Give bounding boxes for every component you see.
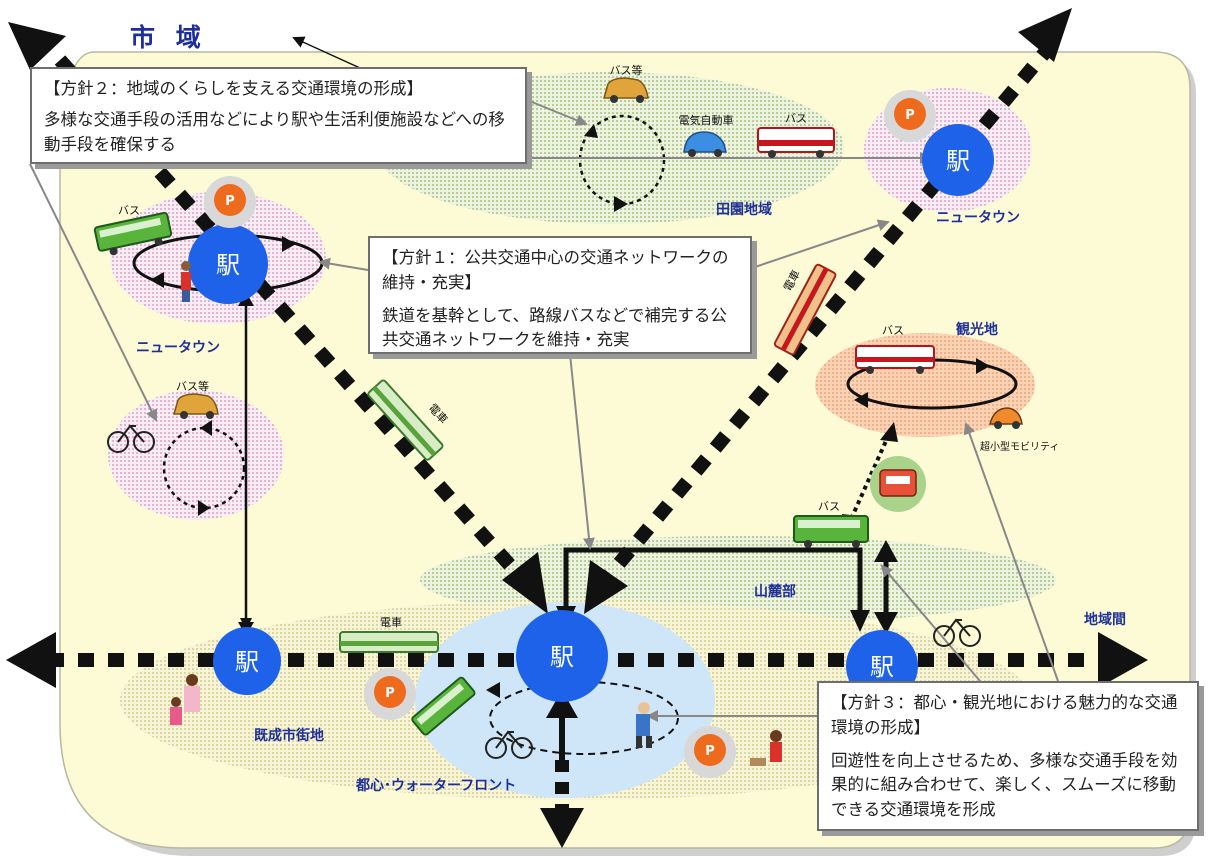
minivan-icon-village: [173, 393, 219, 419]
bus-route-foothills: [563, 547, 863, 622]
parking-existing-urban: P: [364, 668, 416, 720]
policy2-callout: 【方針２：地域のくらしを支える交通環境の形成】 多様な交通手段の活用などにより駅…: [30, 67, 527, 164]
label-bus-tourist: バス: [882, 324, 904, 337]
rail-arrow-to-center-nw: [502, 552, 548, 614]
parking-label: P: [905, 108, 915, 123]
policy2-body: 多様な交通手段の活用などにより駅や生活利便施設などへの移動手段を確保する: [44, 109, 505, 154]
parking-label: P: [705, 744, 715, 759]
callout-arrows: [29, 99, 1059, 722]
minivan-icon-rural: [603, 77, 649, 103]
rail-arrow-to-center-ne: [584, 560, 628, 614]
train-icon-west: [339, 631, 439, 653]
label-newtown-w: ニュータウン: [136, 340, 220, 356]
label-existing-urban: 既成市街地: [254, 727, 324, 744]
map-title: 市 域: [130, 23, 207, 52]
rail-line-ne: [584, 8, 1072, 614]
rail-line-horizontal: [6, 632, 1148, 688]
bicycle-icon-east: [933, 618, 981, 647]
bicycle-icon-downtown: [485, 730, 533, 759]
policy3-heading: 【方針３：都心・観光地における魅力的な交通環境の形成】: [831, 693, 1178, 737]
label-train-west: 電車: [380, 615, 402, 629]
label-tourist: 観光地: [956, 321, 998, 338]
station-existing-urban: 駅: [213, 627, 281, 695]
station-center: 駅: [516, 610, 608, 702]
ev-icon-rural: [683, 131, 727, 157]
label-bus-rural: バス: [785, 112, 807, 125]
bus-icon-newtown-w: [93, 211, 173, 256]
rail-arrow-south: [540, 808, 584, 848]
policy1-body: 鉄道を基幹として、路線バスなどで補完する公共交通ネットワークを維持・充実: [382, 305, 727, 350]
loop-downtown: [489, 681, 679, 755]
station-label: 駅: [235, 648, 259, 676]
bus-icon-foothills: [793, 515, 869, 548]
label-micro-mobility: 超小型モビリティ: [980, 440, 1059, 453]
label-bus-etc-rural: バス等: [610, 63, 643, 77]
policy3-body: 回遊性を向上させるため、多様な交通手段を効果的に組み合わせて、楽しく、スムーズに…: [831, 750, 1178, 820]
parking-newtown-ne: P: [884, 90, 936, 142]
label-interregional: 地域間: [1084, 611, 1126, 628]
parking-downtown: P: [684, 726, 736, 778]
link-center-up: [546, 690, 578, 760]
label-bus-etc-village: バス等: [176, 379, 209, 393]
label-bus-newtown-w: バス: [118, 204, 140, 217]
ropeway-link: [846, 431, 892, 527]
parking-label: P: [385, 686, 395, 701]
label-newtown-ne: ニュータウン: [936, 210, 1020, 226]
train-icon-nw: [367, 379, 444, 461]
loop-village-w: [162, 426, 246, 510]
bus-icon-downtown: [411, 676, 476, 736]
station-label: 駅: [550, 643, 574, 671]
station-label: 駅: [870, 653, 894, 681]
policy1-heading: 【方針１：公共交通中心の交通ネットワークの維持・充実】: [382, 248, 729, 292]
parking-newtown-w: P: [204, 176, 256, 228]
label-foothills: 山麓部: [754, 583, 796, 600]
rail-arrow-ne: [1018, 8, 1072, 62]
parking-label: P: [225, 194, 235, 209]
rail-arrow-east: [1098, 632, 1148, 688]
bus-icon-tourist: [855, 345, 935, 374]
rail-arrow-nw: [8, 22, 66, 70]
dog-walker-icon: [750, 730, 782, 766]
rail-arrow-west: [6, 632, 56, 688]
policy2-heading: 【方針２：地域のくらしを支える交通環境の形成】: [44, 79, 424, 98]
family-icon: [170, 674, 200, 725]
station-label: 駅: [216, 251, 240, 279]
ropeway-icon: [870, 456, 926, 512]
station-newtown-ne: 駅: [922, 124, 994, 196]
bus-icon-rural: [757, 127, 835, 158]
bicycle-icon-village: [107, 424, 155, 453]
walker-icon-downtown: [636, 702, 652, 748]
micro-mobility-icon: [989, 407, 1023, 429]
station-newtown-w: 駅: [188, 224, 268, 304]
policy3-callout: 【方針３：都心・観光地における魅力的な交通環境の形成】 回遊性を向上させるため、…: [817, 681, 1199, 831]
label-downtown: 都心･ウォーターフロント: [355, 778, 516, 794]
label-rural: 田園地域: [716, 201, 772, 218]
title-pointer: [292, 36, 361, 69]
train-icon-ne: [773, 263, 837, 356]
label-ev: 電気自動車: [679, 113, 734, 127]
label-bus-foothills: バス: [818, 500, 840, 513]
policy1-callout: 【方針１：公共交通中心の交通ネットワークの維持・充実】 鉄道を基幹として、路線バ…: [368, 236, 752, 354]
pedestrian-icon-newtown: [181, 261, 191, 302]
rail-line-nw: [8, 22, 548, 614]
station-label: 駅: [946, 147, 970, 175]
rail-line-south: [540, 760, 584, 848]
